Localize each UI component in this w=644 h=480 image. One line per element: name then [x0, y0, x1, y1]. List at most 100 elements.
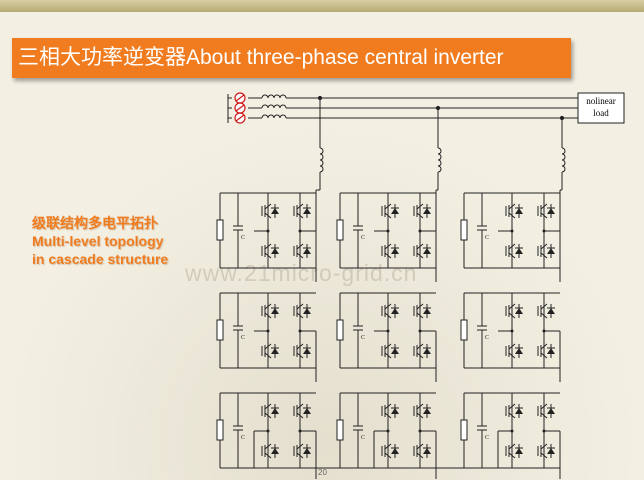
dc-link-block [460, 319, 468, 341]
ac-source-slash [235, 104, 245, 112]
diode-icon [271, 208, 279, 214]
igbt-emitter [264, 252, 272, 259]
igbt-emitter [384, 412, 392, 419]
igbt-collector [384, 403, 392, 410]
load-label-line1: nolinear [586, 96, 616, 106]
diode-icon [303, 348, 311, 354]
capacitor-label: C [485, 235, 489, 241]
igbt-emitter [540, 452, 548, 459]
igbt-emitter [508, 452, 516, 459]
igbt-collector [296, 243, 304, 250]
igbt-emitter [540, 352, 548, 359]
diode-icon [303, 448, 311, 454]
igbt-collector [540, 203, 548, 210]
diode-icon [515, 348, 523, 354]
diode-icon [271, 348, 279, 354]
diode-icon [271, 408, 279, 414]
igbt-emitter [540, 212, 548, 219]
h-bridge-cell: C [216, 392, 317, 479]
igbt-collector [264, 203, 272, 210]
h-bridge-cell: C [336, 292, 437, 382]
diode-icon [303, 208, 311, 214]
igbt-collector [540, 303, 548, 310]
igbt-emitter [416, 412, 424, 419]
igbt-emitter [416, 312, 424, 319]
dc-link-block [336, 219, 344, 241]
diode-icon [547, 448, 555, 454]
diode-icon [547, 408, 555, 414]
caption-line-chinese: 级联结构多电平拓扑 [32, 215, 158, 231]
igbt-collector [296, 343, 304, 350]
dc-link-block [216, 419, 224, 441]
nonlinear-load-box: nolinear load [577, 92, 625, 124]
slide-title: 三相大功率逆变器About three-phase central invert… [12, 38, 571, 78]
ac-source-slash [235, 114, 245, 122]
diode-icon [423, 308, 431, 314]
igbt-emitter [540, 412, 548, 419]
igbt-emitter [296, 252, 304, 259]
igbt-collector [508, 203, 516, 210]
igbt-collector [416, 343, 424, 350]
h-bridge-cell: C [336, 392, 437, 479]
igbt-emitter [264, 312, 272, 319]
igbt-emitter [508, 352, 516, 359]
diode-icon [423, 248, 431, 254]
bus-inductor [261, 104, 287, 109]
load-rect [577, 92, 625, 124]
bus-inductor [261, 114, 287, 119]
igbt-collector [540, 343, 548, 350]
igbt-collector [508, 403, 516, 410]
capacitor-label: C [241, 335, 245, 341]
igbt-emitter [384, 352, 392, 359]
igbt-collector [264, 243, 272, 250]
igbt-emitter [384, 452, 392, 459]
igbt-collector [508, 343, 516, 350]
igbt-collector [384, 443, 392, 450]
capacitor-label: C [361, 435, 365, 441]
caption-line-english-2: in cascade structure [32, 251, 169, 267]
dc-link-block [216, 319, 224, 341]
igbt-emitter [264, 212, 272, 219]
h-bridge-cell: C [460, 392, 561, 479]
capacitor-label: C [485, 435, 489, 441]
igbt-emitter [416, 452, 424, 459]
diode-icon [391, 448, 399, 454]
page-number: 20 [318, 468, 327, 477]
igbt-collector [296, 203, 304, 210]
caption-line-english-1: Multi-level topology [32, 233, 164, 249]
igbt-collector [508, 243, 516, 250]
watermark-text: www.21micro-grid.cn [185, 260, 418, 286]
diode-icon [547, 308, 555, 314]
capacitor-label: C [241, 435, 245, 441]
dc-link-block [216, 219, 224, 241]
igbt-collector [296, 403, 304, 410]
igbt-emitter [540, 252, 548, 259]
igbt-emitter [508, 252, 516, 259]
diode-icon [303, 408, 311, 414]
igbt-emitter [384, 312, 392, 319]
phase-inductor [561, 147, 566, 173]
diode-icon [391, 348, 399, 354]
bus-inductor [261, 94, 287, 99]
igbt-emitter [296, 352, 304, 359]
diode-icon [515, 448, 523, 454]
igbt-collector [540, 443, 548, 450]
igbt-emitter [264, 412, 272, 419]
igbt-collector [384, 243, 392, 250]
dc-link-block [460, 219, 468, 241]
capacitor-label: C [485, 335, 489, 341]
igbt-collector [416, 403, 424, 410]
igbt-emitter [416, 212, 424, 219]
capacitor-label: C [361, 335, 365, 341]
igbt-emitter [296, 312, 304, 319]
igbt-emitter [296, 412, 304, 419]
ac-sources [234, 92, 246, 124]
igbt-collector [416, 243, 424, 250]
load-label-line2: load [593, 108, 609, 118]
background-fan [0, 120, 644, 480]
dc-link-block [336, 419, 344, 441]
igbt-collector [540, 403, 548, 410]
igbt-collector [264, 343, 272, 350]
igbt-collector [296, 443, 304, 450]
diode-icon [391, 408, 399, 414]
